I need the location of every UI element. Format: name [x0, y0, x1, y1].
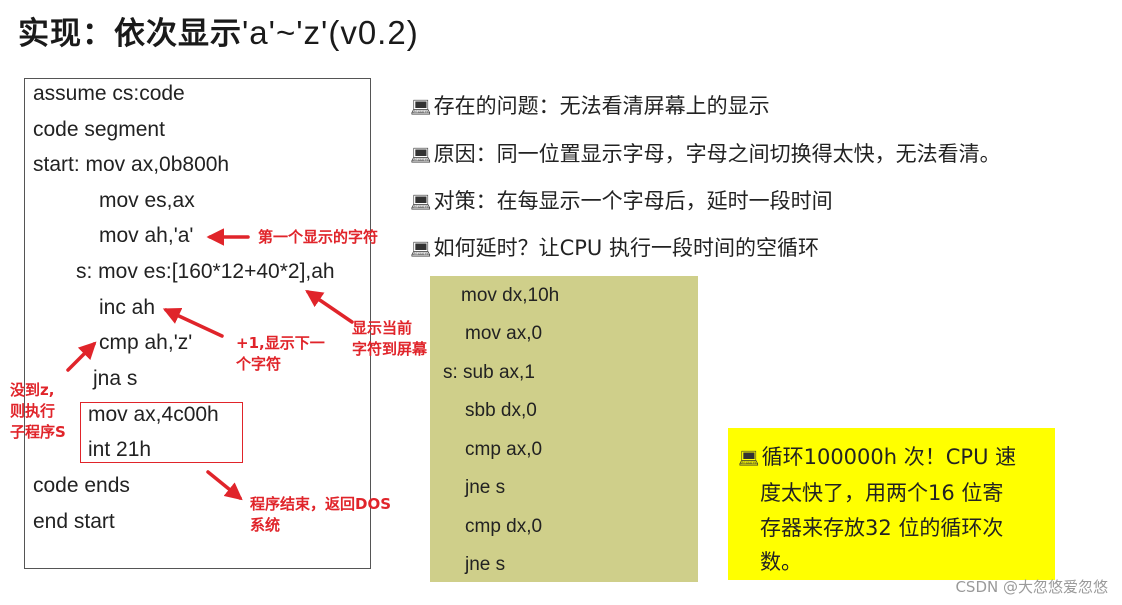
code-line: end start: [33, 510, 115, 533]
bullet-text: 对策：在每显示一个字母后，延时一段时间: [433, 189, 833, 213]
annotation-show-current-line2: 字符到屏幕: [352, 340, 428, 358]
code-line: s: mov es:[160*12+40*2],ah: [76, 260, 335, 283]
annotation-plus-one-line1: +1,显示下一: [236, 334, 325, 352]
arrow-end: [206, 470, 243, 501]
code-line: start: mov ax,0b800h: [33, 153, 230, 176]
delay-loop-code-panel: [430, 276, 698, 582]
exit-code-highlight-box: [80, 402, 243, 463]
title-ascii: 'a'~'z'(v0.2): [242, 14, 419, 51]
code-line: mov ax,4c00h: [88, 403, 219, 426]
note-line: 💻︎循环100000h 次！CPU 速: [738, 441, 1016, 471]
bullet-solution: 💻︎对策：在每显示一个字母后，延时一段时间: [410, 185, 833, 215]
code-line: mov es,ax: [99, 189, 195, 212]
delay-code-line: mov dx,10h: [461, 285, 560, 306]
annotation-not-z-line2: 则执行: [10, 402, 56, 420]
bullet-text: 如何延时？让CPU 执行一段时间的空循环: [433, 236, 819, 260]
computer-icon: 💻︎: [410, 146, 432, 166]
annotation-show-current-line1: 显示当前: [352, 319, 413, 337]
annotation-end-line1: 程序结束，返回DOS: [250, 495, 392, 513]
assembly-code-box: [24, 78, 371, 569]
annotation-first-char: 第一个显示的字符: [258, 228, 379, 246]
delay-code-line: sbb dx,0: [465, 400, 537, 421]
loop-count-note: [728, 428, 1055, 580]
delay-code-line: jne s: [465, 554, 506, 575]
title-chinese: 实现：依次显示: [18, 16, 242, 52]
code-line: mov ah,'a': [99, 224, 194, 247]
bullet-reason: 💻︎原因：同一位置显示字母，字母之间切换得太快，无法看清。: [410, 138, 1001, 168]
arrow-show-current: [305, 290, 354, 324]
delay-code-line: cmp dx,0: [465, 516, 543, 537]
delay-code-line: cmp ax,0: [465, 439, 543, 460]
code-line: int 21h: [88, 438, 152, 461]
annotation-not-z-line1: 没到z,: [10, 381, 55, 399]
watermark: CSDN @大忽悠爱忽悠: [955, 578, 1108, 596]
arrow-plus-one: [162, 307, 224, 338]
annotation-plus-one-line2: 个字符: [236, 355, 282, 373]
note-line: 存器来存放32 位的循环次: [760, 516, 1004, 540]
page-title: 实现：依次显示'a'~'z'(v0.2): [18, 8, 419, 53]
computer-icon: 💻︎: [738, 449, 760, 469]
code-line: inc ah: [99, 296, 156, 319]
computer-icon: 💻︎: [410, 193, 432, 213]
annotation-not-z-line3: 子程序S: [10, 423, 66, 441]
bullet-how-to-delay: 💻︎如何延时？让CPU 执行一段时间的空循环: [410, 232, 819, 262]
bullet-problem: 💻︎存在的问题：无法看清屏幕上的显示: [410, 90, 770, 120]
annotation-end-line2: 系统: [250, 516, 281, 534]
code-line: jna s: [93, 367, 138, 390]
computer-icon: 💻︎: [410, 98, 432, 118]
bullet-text: 原因：同一位置显示字母，字母之间切换得太快，无法看清。: [433, 142, 1001, 166]
arrow-not-z: [66, 341, 97, 372]
delay-code-line: jne s: [465, 477, 506, 498]
computer-icon: 💻︎: [410, 240, 432, 260]
note-text: 循环100000h 次！CPU 速: [761, 445, 1017, 469]
code-line: code segment: [33, 118, 165, 141]
note-line: 数。: [760, 550, 802, 574]
delay-code-line: s: sub ax,1: [443, 362, 535, 383]
bullet-text: 存在的问题：无法看清屏幕上的显示: [433, 94, 770, 118]
note-line: 度太快了，用两个16 位寄: [760, 481, 1004, 505]
code-line: cmp ah,'z': [99, 331, 193, 354]
code-line: code ends: [33, 474, 130, 497]
code-line: assume cs:code: [33, 82, 185, 105]
delay-code-line: mov ax,0: [465, 323, 543, 344]
